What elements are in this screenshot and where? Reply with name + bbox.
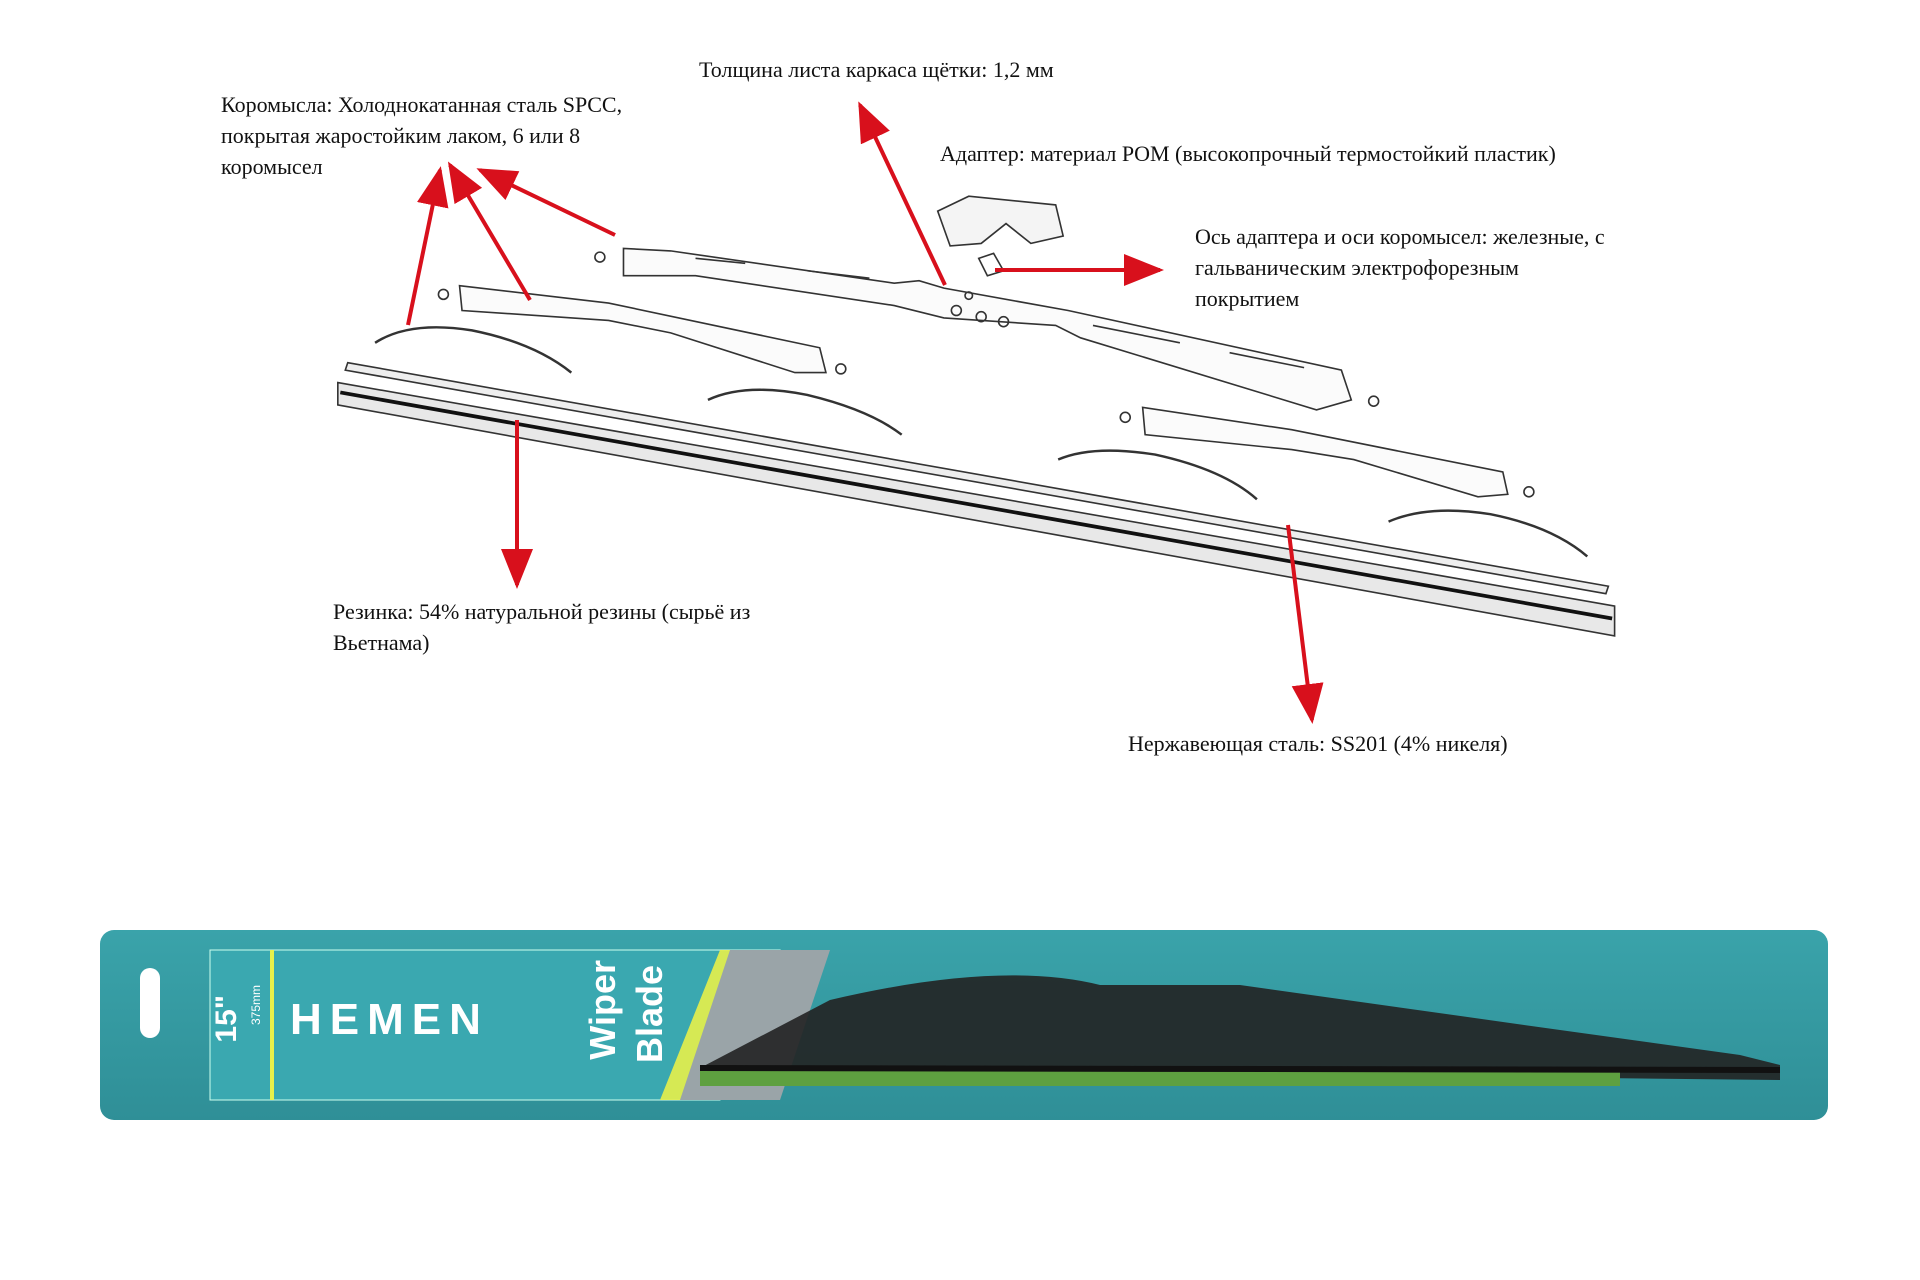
rubber-label: Резинка: 54% натуральной резины (сырьё и… — [333, 596, 750, 658]
steel-strip — [344, 361, 1610, 595]
callout-arrows — [406, 101, 1324, 724]
rocker-left — [458, 284, 827, 374]
yoke-1 — [374, 326, 573, 374]
adapter — [936, 195, 1065, 247]
adapter-label: Адаптер: материал POM (высокопрочный тер… — [940, 141, 1556, 166]
product-name-line2: Blade — [629, 965, 670, 1064]
label-line: Ось адаптера и оси коромысел: железные, … — [1195, 224, 1605, 249]
adapter-axle — [977, 252, 1005, 277]
product-name-line1: Wiper — [582, 960, 623, 1060]
yoke-3 — [1057, 449, 1258, 501]
main-frame — [622, 247, 1353, 411]
label-line: гальваническим электрофорезным — [1195, 255, 1519, 280]
label-line: Коромысла: Холоднокатанная сталь SPCC, — [221, 92, 623, 117]
wiper-package — [100, 930, 1828, 1120]
label-line: покрытием — [1195, 286, 1300, 311]
label-line: Вьетнама) — [333, 630, 430, 655]
label-line: Резинка: 54% натуральной резины (сырьё и… — [333, 599, 751, 624]
package-size-mm: 375mm — [249, 985, 263, 1026]
rocker-right — [1141, 406, 1509, 498]
rivets — [437, 251, 1535, 498]
axles-label: Ось адаптера и оси коромысел: железные, … — [1195, 221, 1605, 314]
stainless-label: Нержавеющая сталь: SS201 (4% никеля) — [1128, 731, 1508, 756]
frame-thickness-label: Толщина листа каркаса щётки: 1,2 мм — [699, 57, 1054, 82]
rocker-arms-label: Коромысла: Холоднокатанная сталь SPCC, п… — [221, 89, 622, 182]
package-size: 15" — [210, 995, 243, 1043]
brand-logo: HEMEN — [290, 995, 489, 1044]
label-line: покрытая жаростойким лаком, 6 или 8 — [221, 123, 581, 148]
label-line: коромысел — [221, 154, 323, 179]
yoke-2 — [707, 388, 903, 436]
yoke-4 — [1388, 509, 1589, 558]
